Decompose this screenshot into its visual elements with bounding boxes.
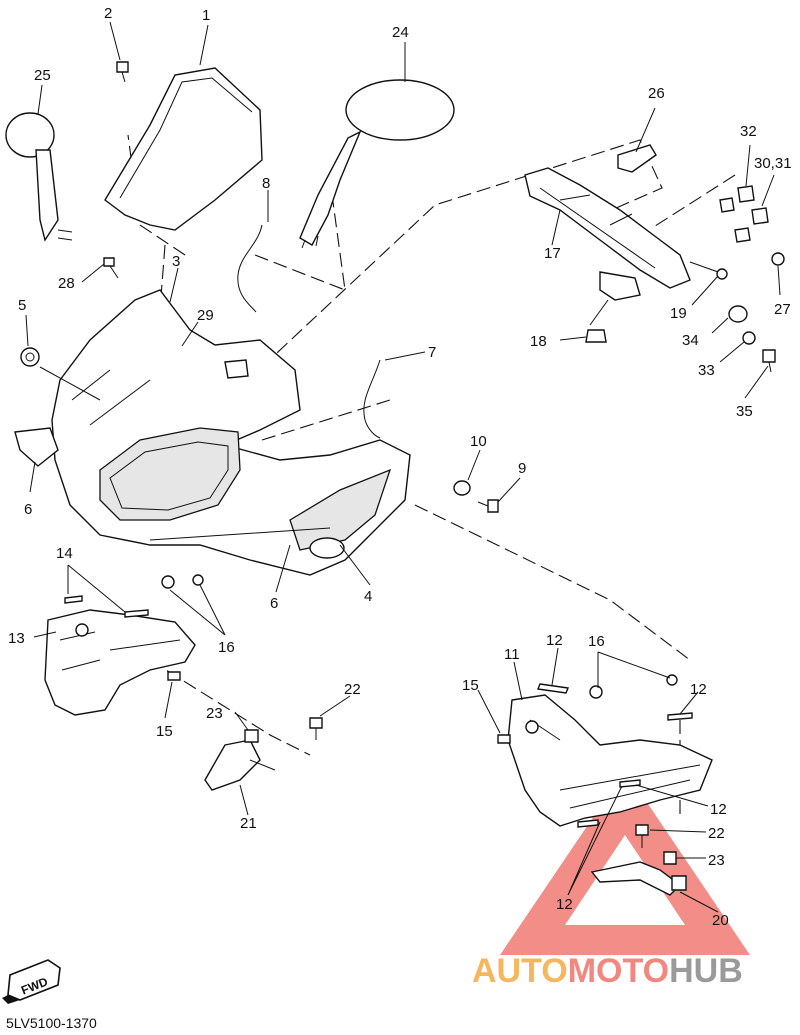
bolt-22-right — [635, 824, 649, 848]
clip-15-left — [167, 671, 181, 681]
bolts-16-right — [589, 674, 678, 699]
callout-2: 2 — [104, 5, 112, 22]
callout-29: 29 — [197, 307, 214, 324]
callout-33: 33 — [698, 362, 715, 379]
callout-23a: 23 — [206, 705, 223, 722]
bolt-35 — [762, 349, 776, 373]
strips-14 — [64, 595, 149, 618]
fwd-arrow-icon: FWD — [2, 959, 61, 1004]
callout-10: 10 — [470, 433, 487, 450]
callout-32: 32 — [740, 123, 757, 140]
callout-19: 19 — [670, 305, 687, 322]
callout-34: 34 — [682, 332, 699, 349]
callout-16b: 16 — [588, 633, 605, 650]
callout-12b: 12 — [690, 681, 707, 698]
watermark-triangle — [500, 770, 750, 955]
nut-30-31 — [719, 197, 769, 243]
inner-trim-6 — [14, 427, 59, 467]
clip-15-right — [497, 734, 511, 744]
bolt-28 — [103, 257, 119, 279]
callout-12a: 12 — [546, 632, 563, 649]
nut-27 — [771, 252, 785, 266]
callout-1: 1 — [202, 7, 210, 24]
upper-fairing — [51, 289, 411, 576]
callout-23b: 23 — [708, 852, 725, 869]
washer-10 — [453, 480, 471, 496]
ring-5 — [20, 347, 40, 367]
assembly-lines — [127, 134, 736, 820]
callout-22a: 22 — [344, 681, 361, 698]
watermark-moto: MOTO — [568, 952, 669, 990]
watermark: AUTOMOTOHUB — [472, 952, 743, 990]
callout-24: 24 — [392, 24, 409, 41]
hose-8 — [237, 224, 263, 313]
callout-35: 35 — [736, 403, 753, 420]
watermark-hub: HUB — [669, 952, 743, 990]
callout-12d: 12 — [556, 896, 573, 913]
windscreen — [104, 67, 263, 231]
nut-32 — [737, 185, 755, 203]
stay-17 — [524, 167, 691, 326]
callout-21: 21 — [240, 815, 257, 832]
callout-26: 26 — [648, 85, 665, 102]
mirror-left — [5, 112, 73, 242]
callout-17: 17 — [544, 245, 561, 262]
bolt-22-left — [309, 717, 323, 740]
callout-8: 8 — [262, 175, 270, 192]
nut-23-right — [663, 851, 677, 865]
bolt-19 — [689, 261, 728, 280]
screw-2 — [116, 61, 129, 83]
callout-30-31: 30,31 — [754, 155, 792, 172]
callout-18: 18 — [530, 333, 547, 350]
callout-20: 20 — [712, 912, 729, 929]
grommet-18 — [585, 329, 607, 343]
callout-12c: 12 — [710, 801, 727, 818]
callout-3: 3 — [172, 253, 180, 270]
strips-12-right — [537, 683, 693, 828]
under-cowling-right — [507, 694, 713, 827]
callout-11: 11 — [504, 646, 520, 663]
bracket-21 — [204, 739, 276, 791]
callout-9: 9 — [518, 460, 526, 477]
leader-lines — [25, 21, 781, 913]
screw-9 — [477, 499, 499, 513]
callout-13: 13 — [8, 630, 25, 647]
callout-6b: 6 — [270, 595, 278, 612]
diagram-code: 5LV5100-1370 — [6, 1015, 97, 1031]
callouts: 1 2 24 25 8 3 28 29 5 6 7 10 9 4 6 26 17… — [8, 5, 792, 929]
callout-15b: 15 — [462, 677, 479, 694]
callout-25: 25 — [34, 67, 51, 84]
callout-4: 4 — [364, 588, 372, 605]
bracket-26 — [617, 144, 657, 173]
mirror-right — [299, 79, 455, 249]
collar-34 — [728, 305, 748, 323]
nut-23-left — [244, 729, 259, 743]
watermark-auto: AUTO — [472, 952, 568, 990]
collar-33 — [742, 331, 756, 345]
callout-16a: 16 — [218, 639, 235, 656]
callout-28: 28 — [58, 275, 75, 292]
callout-14: 14 — [56, 545, 73, 562]
svg-text:AUTOMOTOHUB: AUTOMOTOHUB — [472, 952, 743, 990]
hose-7 — [363, 359, 381, 439]
bracket-20 — [590, 861, 687, 896]
callout-22b: 22 — [708, 825, 725, 842]
callout-5: 5 — [18, 297, 26, 314]
callout-7: 7 — [428, 344, 436, 361]
callout-6a: 6 — [24, 501, 32, 518]
bolts-16-left — [161, 574, 204, 589]
under-cowling-left — [44, 609, 196, 716]
callout-27: 27 — [774, 301, 791, 318]
callout-15a: 15 — [156, 723, 173, 740]
